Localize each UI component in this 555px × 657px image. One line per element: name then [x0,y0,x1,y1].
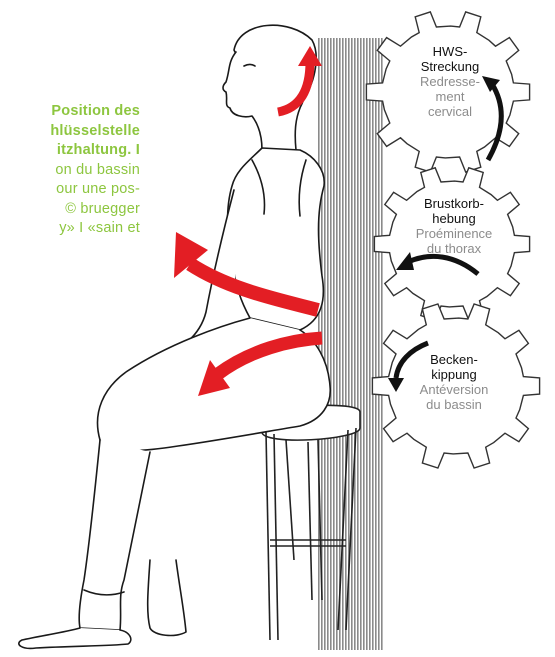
gear-label-top: HWS- Streckung Redresse- ment cervical [404,44,496,119]
caption-line-6: © bruegger [0,200,140,220]
caption-line-4: on du bassin [0,161,140,181]
gear-label-bottom: Becken- kippung Antéversion du bassin [402,352,506,412]
figure-caption: Position des hlüsselstelle itzhaltung. I… [0,102,140,239]
caption-line-7: y» I «sain et [0,219,140,239]
caption-line-2: hlüsselstelle [0,122,140,142]
caption-line-5: our une pos- [0,180,140,200]
caption-line-1: Position des [0,102,140,122]
gear-label-middle: Brustkorb- hebung Proéminence du thorax [402,196,506,256]
caption-line-3: itzhaltung. I [0,141,140,161]
wall-backdrop [318,38,384,650]
